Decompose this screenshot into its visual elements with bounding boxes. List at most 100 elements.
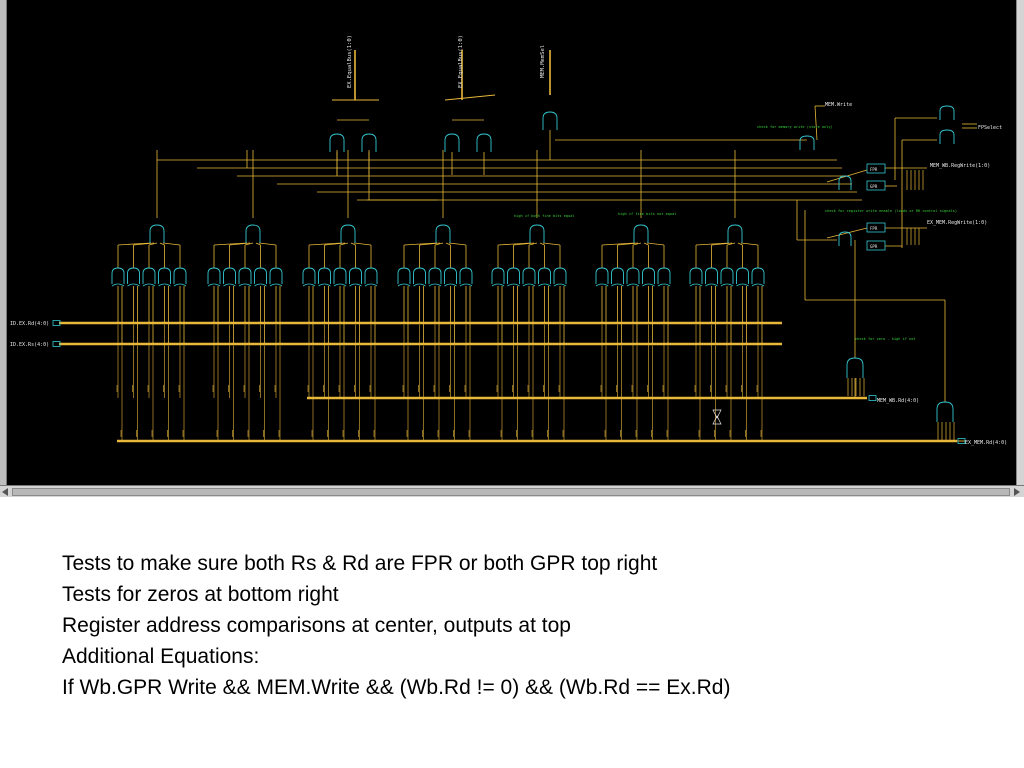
wire [419, 242, 441, 246]
wire [497, 242, 532, 246]
junction-dot [741, 321, 744, 325]
junction-dot [616, 321, 619, 325]
junction-dot [464, 321, 468, 325]
xor-gate-icon [459, 267, 473, 284]
vertical-scrollbar[interactable] [1016, 0, 1024, 485]
schematic-viewer-window: EX.EqualBus(1:0) EX.EqualBus(1:0) MEM.Me… [0, 0, 1024, 497]
block-label-gpr-1: GPR [870, 184, 878, 189]
junction-dot [558, 321, 562, 325]
wire [229, 242, 251, 246]
and-gate-icon [444, 133, 460, 152]
wire [528, 242, 538, 246]
junction-dot [437, 342, 441, 346]
junction-dot [369, 321, 373, 325]
xor-input-arc [142, 283, 156, 287]
scroll-left-arrow-icon[interactable] [2, 488, 8, 496]
junction-dot [212, 321, 216, 325]
junction-dot [531, 342, 535, 346]
junction-dot [178, 321, 182, 325]
wire [617, 242, 639, 246]
junction-dot [327, 342, 330, 346]
junction-dot [496, 321, 500, 325]
junction-dot [354, 321, 357, 325]
wire [513, 242, 535, 246]
junction-dot [307, 321, 311, 325]
xor-gate-icon [428, 267, 442, 284]
xor-input-arc [173, 283, 187, 287]
junction-dot [698, 342, 702, 346]
xor-gate-icon [444, 267, 457, 284]
xor-gate-icon [142, 267, 156, 284]
output-pin-ex-mem-rd: EX_MEM.Rd(4:0) [965, 440, 1007, 446]
input-pin-rs-label: ID.EX.Rs(4:0) [10, 342, 49, 348]
scroll-right-arrow-icon[interactable] [1014, 488, 1020, 496]
block-label-gpr-2: GPR [870, 244, 878, 249]
junction-dot [418, 321, 421, 325]
xor-input-arc [444, 283, 457, 287]
junction-dot [527, 321, 531, 325]
note-line-2: Tests for zeros at bottom right [62, 583, 339, 606]
junction-dot [500, 342, 504, 346]
wire [737, 242, 743, 246]
comment-fine-bits-equal: high if both fine bits equal [514, 214, 575, 218]
schematic-canvas[interactable]: EX.EqualBus(1:0) EX.EqualBus(1:0) MEM.Me… [7, 0, 1017, 485]
block-label-fpr-2: FPR [870, 226, 878, 231]
junction-dot [756, 321, 760, 325]
junction-dot [323, 321, 326, 325]
note-line-1: Tests to make sure both Rs & Rd are FPR … [62, 552, 658, 575]
wire [434, 242, 444, 246]
xor-gate-icon [269, 267, 283, 284]
junction-dot [259, 321, 262, 325]
junction-dot [116, 321, 120, 325]
wire [539, 242, 545, 246]
horizontal-scrollbar[interactable] [0, 485, 1024, 497]
wire [444, 94, 496, 101]
wire [695, 242, 730, 246]
xor-gate-icon [657, 267, 671, 284]
wire [643, 242, 649, 246]
comment-register-write-enable: check for register write enable (loads o… [825, 209, 957, 213]
xor-gate-icon [238, 267, 252, 284]
xor-gate-icon [642, 267, 655, 284]
output-pin-mem-wb-regwrite: MEM_WB.RegWrite(1:0) [930, 163, 990, 169]
and-gate-icon [542, 111, 558, 130]
note-line-5: If Wb.GPR Write && MEM.Write && (Wb.Rd !… [62, 676, 731, 699]
and-gate-icon [838, 231, 852, 246]
junction-dot [406, 342, 410, 346]
wire [308, 242, 343, 246]
top-signal-label-3: MEM.MemSel [540, 45, 546, 78]
wire [601, 242, 636, 246]
xor-gate-icon [689, 267, 703, 284]
wire [726, 242, 736, 246]
and-gate-icon [149, 224, 165, 243]
xor-gate-icon [223, 267, 236, 284]
xor-gate-icon [705, 267, 718, 284]
junction-dot [694, 321, 698, 325]
xor-gate-icon [538, 267, 551, 284]
junction-dot [120, 342, 124, 346]
xor-input-arc [751, 283, 765, 287]
slide-notes: Tests to make sure both Rs & Rd are FPR … [62, 548, 962, 703]
xor-input-arc [553, 283, 567, 287]
xor-input-arc [491, 283, 505, 287]
pin-connector-icon [52, 320, 61, 326]
xor-gate-icon [127, 267, 140, 284]
xor-input-arc [538, 283, 551, 287]
junction-dot [647, 321, 650, 325]
xor-gate-icon [173, 267, 187, 284]
xor-input-arc [595, 283, 609, 287]
horizontal-scroll-thumb[interactable] [12, 488, 1010, 496]
wire [711, 242, 733, 246]
xor-input-arc [626, 283, 640, 287]
pin-connector-icon [868, 395, 877, 401]
xor-gate-icon [522, 267, 536, 284]
xor-input-arc [238, 283, 252, 287]
xor-gate-icon [720, 267, 734, 284]
xor-gate-icon [507, 267, 520, 284]
xor-input-arc [207, 283, 221, 287]
xor-input-arc [720, 283, 734, 287]
xor-input-arc [657, 283, 671, 287]
xor-gate-icon [333, 267, 347, 284]
and-gate-icon [435, 224, 451, 243]
wire [159, 242, 165, 246]
